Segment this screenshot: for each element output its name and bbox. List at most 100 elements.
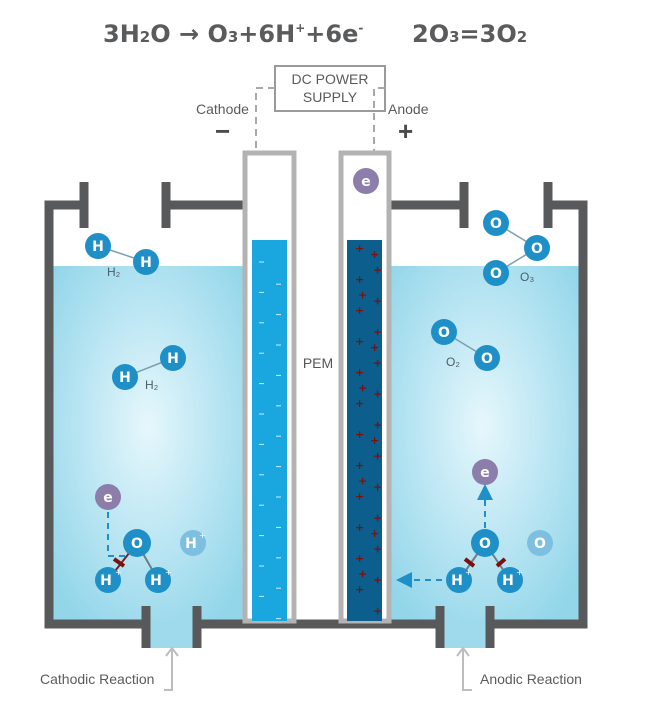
h2-molecule-upper: H H H₂: [85, 233, 159, 279]
positive-charge-mark: +: [373, 357, 382, 370]
tank-wall: [44, 182, 588, 648]
hydrogen-ion-cathode: H +: [180, 530, 206, 556]
cathode-wire: [255, 87, 275, 152]
positive-charge-mark: +: [370, 434, 379, 447]
electron-anode-top: e: [353, 168, 379, 194]
svg-text:O: O: [490, 216, 502, 232]
positive-charge-mark: +: [370, 248, 379, 261]
svg-text:+: +: [115, 568, 122, 577]
electron-cathode: e: [95, 484, 121, 510]
equation-ozone-generation: 3H2O → O3+6H++6e-: [103, 20, 363, 48]
anode-wire: [373, 87, 385, 152]
power-supply-line2: SUPPLY: [303, 89, 358, 105]
o2-molecule: O O O₂: [431, 319, 500, 371]
cathode-outlet-water: [149, 620, 195, 648]
anode-positive-charges: + + + + + + + + + + + + + + + + + + + + + + + + + + + + + + + +: [355, 242, 382, 618]
svg-text:H: H: [140, 255, 152, 271]
electron-anode: e: [472, 459, 498, 485]
equation-ozone-oxygen: 2O3=3O2: [412, 20, 527, 48]
anodic-reaction-label: Anodic Reaction: [480, 671, 582, 687]
o3-molecule: O O O O₃: [483, 210, 550, 286]
svg-text:e: e: [103, 490, 113, 506]
svg-text:H: H: [119, 370, 131, 386]
svg-text:+: +: [199, 531, 206, 540]
anode-sign: +: [398, 116, 413, 146]
svg-text:H: H: [92, 239, 104, 255]
positive-charge-mark: +: [355, 304, 364, 317]
positive-charge-mark: +: [370, 527, 379, 540]
positive-charge-mark: +: [355, 273, 364, 286]
water-molecule-cathode: O H + H +: [95, 529, 172, 593]
positive-charge-mark: +: [355, 583, 364, 596]
positive-charge-mark: +: [358, 289, 367, 302]
water-molecule-anode: O H + H +: [446, 529, 523, 593]
cathode-sign: −: [215, 116, 230, 146]
positive-charge-mark: +: [373, 543, 382, 556]
o3-label: O₃: [520, 270, 534, 284]
anodic-leader-line: [462, 650, 472, 691]
positive-charge-mark: +: [355, 397, 364, 410]
positive-charge-mark: +: [355, 428, 364, 441]
anode-outlet-water: [442, 620, 488, 648]
h2-label-upper: H₂: [107, 265, 121, 279]
h2-molecule-lower: H H H₂: [112, 345, 186, 392]
electron-path-cathode: [107, 512, 126, 557]
cathode-chamber-water: [51, 266, 245, 621]
positive-charge-mark: +: [355, 366, 364, 379]
cathode-negative-charges: [259, 261, 281, 620]
svg-text:O: O: [534, 536, 546, 552]
h2-label-lower: H₂: [145, 378, 159, 392]
svg-text:H: H: [167, 351, 179, 367]
svg-text:O: O: [479, 536, 491, 552]
svg-text:O: O: [490, 266, 502, 282]
svg-text:+: +: [165, 568, 172, 577]
o2-label: O₂: [446, 355, 460, 369]
positive-charge-mark: +: [355, 552, 364, 565]
positive-charge-mark: +: [355, 335, 364, 348]
positive-charge-mark: +: [355, 521, 364, 534]
anodic-leader-arrow: [456, 646, 470, 657]
cathodic-reaction-label: Cathodic Reaction: [40, 671, 154, 687]
positive-charge-mark: +: [355, 490, 364, 503]
cathodic-leader-arrow: [165, 646, 179, 657]
svg-text:H: H: [451, 573, 463, 589]
dc-power-supply: DC POWER SUPPLY: [274, 65, 386, 112]
svg-text:O: O: [438, 325, 450, 341]
svg-text:O: O: [131, 536, 143, 552]
svg-text:H: H: [502, 573, 514, 589]
svg-text:O: O: [531, 241, 543, 257]
svg-text:+: +: [465, 568, 472, 577]
svg-text:H: H: [100, 573, 112, 589]
anode-label: Anode: [388, 101, 429, 117]
positive-charge-mark: +: [373, 326, 382, 339]
positive-charge-mark: +: [370, 341, 379, 354]
svg-text:e: e: [361, 174, 371, 190]
positive-charge-mark: +: [373, 450, 382, 463]
cathodic-leader-line: [164, 650, 173, 691]
positive-charge-mark: +: [373, 574, 382, 587]
positive-charge-mark: +: [373, 295, 382, 308]
anode-electrode: + + + + + + + + + + + + + + + + + + + + + + + + + + + + + + + +: [338, 150, 392, 624]
svg-text:+: +: [516, 568, 523, 577]
positive-charge-mark: +: [373, 481, 382, 494]
positive-charge-mark: +: [373, 512, 382, 525]
svg-text:H: H: [150, 573, 162, 589]
positive-charge-mark: +: [358, 568, 367, 581]
svg-text:O: O: [481, 351, 493, 367]
positive-charge-mark: +: [358, 475, 367, 488]
pem-label: PEM: [303, 355, 333, 371]
positive-charge-mark: +: [373, 264, 382, 277]
power-supply-line1: DC POWER: [292, 71, 369, 87]
positive-charge-mark: +: [373, 388, 382, 401]
anode-chamber-water: [385, 266, 580, 621]
positive-charge-mark: +: [355, 242, 364, 255]
positive-charge-mark: +: [373, 419, 382, 432]
svg-text:e: e: [480, 465, 490, 481]
positive-charge-mark: +: [355, 459, 364, 472]
cathode-electrode: [242, 150, 297, 624]
oxygen-atom-faded: O: [527, 530, 553, 556]
positive-charge-mark: +: [373, 605, 382, 618]
positive-charge-mark: +: [358, 382, 367, 395]
svg-text:H: H: [185, 536, 197, 552]
